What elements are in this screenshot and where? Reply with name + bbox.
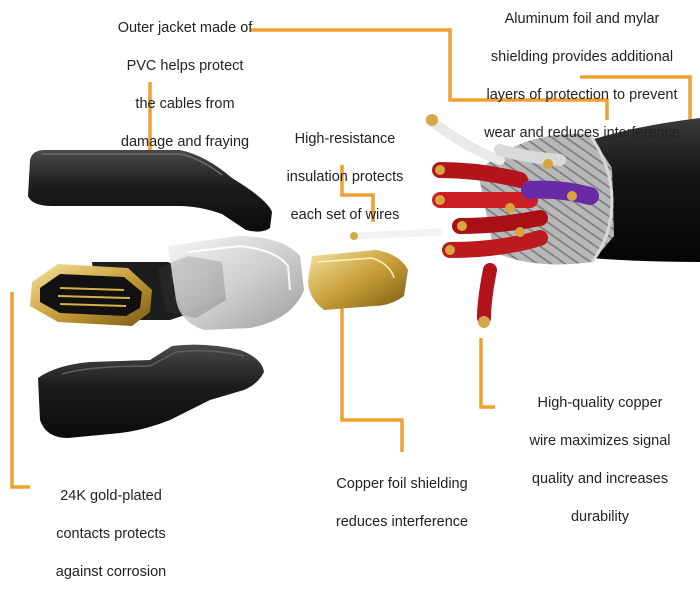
- callout-line: the cables from: [135, 96, 235, 112]
- callout-line: wear and reduces interference: [484, 125, 680, 141]
- insulated-wire-strand: [350, 228, 444, 240]
- outer-jacket-top-shell: [28, 150, 272, 232]
- callout-line: against corrosion: [55, 564, 167, 580]
- leader-aluminum-foil-a: [251, 28, 609, 120]
- callout-aluminum-foil: Aluminum foil and mylar shielding provid…: [462, 0, 700, 162]
- callout-line: High-quality copper: [537, 395, 663, 411]
- clear-inner-housing: [168, 236, 304, 330]
- exploded-hdmi-cable-illustration: [10, 28, 700, 489]
- callout-line: High-resistance: [294, 131, 396, 147]
- callout-line: layers of protection to prevent: [486, 87, 678, 103]
- callout-gold-contacts: 24K gold-plated contacts protects agains…: [36, 468, 186, 601]
- callout-copper-wire: High-quality copper wire maximizes signa…: [500, 375, 700, 546]
- leader-copper-foil: [340, 305, 404, 452]
- aluminum-braid-shielding: [478, 131, 614, 265]
- callout-outer-jacket: Outer jacket made of PVC helps protect t…: [100, 0, 270, 171]
- callout-leaders: [10, 28, 692, 489]
- outer-jacket-bottom-shell: [38, 344, 264, 438]
- callout-line: shielding provides additional: [490, 49, 674, 65]
- callout-line: each set of wires: [290, 207, 400, 223]
- callout-line: quality and increases: [531, 471, 669, 487]
- leader-insulation: [340, 165, 375, 222]
- callout-line: Copper foil shielding: [336, 476, 468, 492]
- callout-line: insulation protects: [286, 169, 404, 185]
- copper-foil-shield: [308, 250, 408, 310]
- callout-line: PVC helps protect: [126, 58, 244, 74]
- callout-line: 24K gold-plated: [60, 488, 162, 504]
- callout-line: Aluminum foil and mylar: [504, 11, 660, 27]
- wire-bundle: [425, 114, 599, 328]
- callout-line: Outer jacket made of: [117, 20, 253, 36]
- leader-copper-wire: [479, 338, 495, 409]
- leader-aluminum-foil-b: [580, 75, 692, 125]
- callout-line: durability: [570, 509, 630, 525]
- callout-line: damage and fraying: [120, 134, 250, 150]
- gold-contact-pins: [57, 287, 131, 307]
- callout-line: contacts protects: [56, 526, 166, 542]
- callout-line: reduces interference: [335, 514, 469, 530]
- callout-copper-foil: Copper foil shielding reduces interferen…: [322, 456, 482, 551]
- callout-insulation: High-resistance insulation protects each…: [270, 111, 420, 244]
- leader-gold-contacts: [10, 292, 30, 489]
- copper-strand-ends: [435, 159, 577, 255]
- callout-line: wire maximizes signal: [529, 433, 671, 449]
